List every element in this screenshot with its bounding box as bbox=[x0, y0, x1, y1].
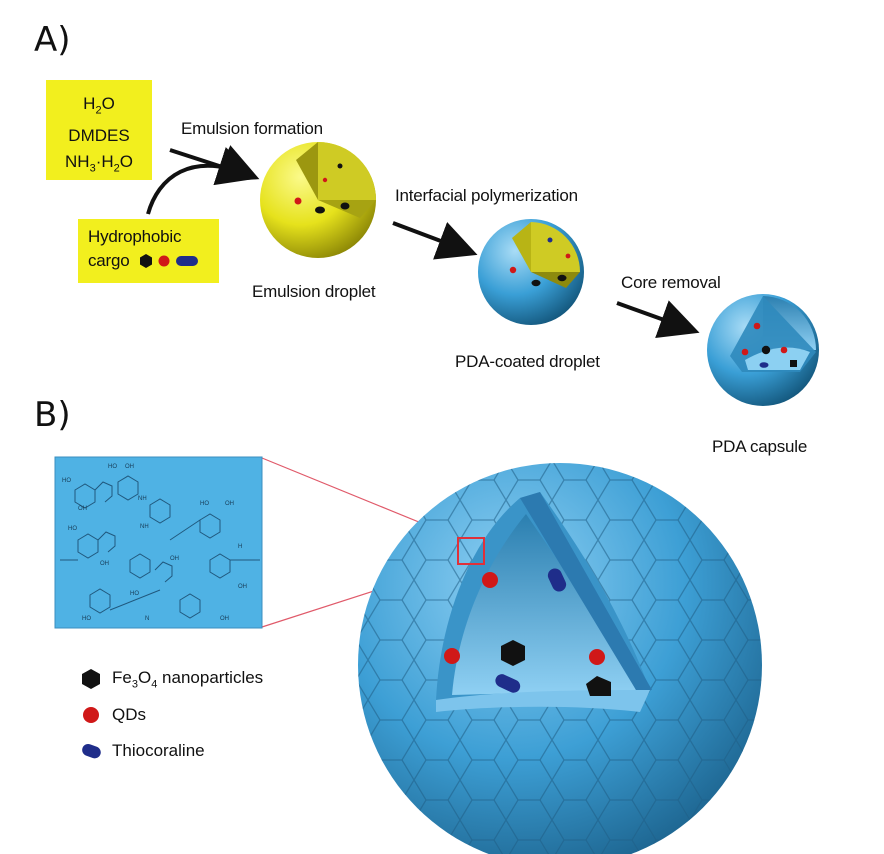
fe3o4-particle bbox=[586, 676, 611, 696]
cargo-line-1: Hydrophobic bbox=[88, 227, 182, 246]
structure-inset: HO OH HO OH NH HO OH HO OH NH OH H OH HO HO N OH bbox=[54, 456, 263, 629]
svg-text:H: H bbox=[238, 544, 242, 550]
red-sphere-icon bbox=[158, 255, 170, 267]
legend-item-qds: QDs bbox=[80, 704, 263, 726]
qd-particle bbox=[482, 572, 498, 588]
step-interfacial-polymerization: Interfacial polymerization bbox=[395, 186, 578, 205]
svg-text:N: N bbox=[145, 616, 149, 622]
cargo-icons bbox=[139, 254, 198, 268]
svg-text:HO: HO bbox=[130, 591, 139, 597]
legend-item-fe3o4: Fe3O4 nanoparticles bbox=[80, 668, 263, 690]
svg-text:OH: OH bbox=[78, 506, 87, 512]
pda-coated-droplet bbox=[478, 219, 584, 325]
blue-capsule-icon bbox=[82, 744, 101, 759]
svg-text:HO: HO bbox=[82, 616, 91, 622]
hexagon-icon bbox=[139, 254, 152, 268]
legend-label-qds: QDs bbox=[112, 705, 146, 725]
blue-capsule-icon bbox=[175, 256, 198, 266]
thiocoraline-particle bbox=[547, 568, 567, 592]
stage-pda-capsule: PDA capsule bbox=[712, 437, 808, 456]
zoom-region-box bbox=[457, 537, 485, 565]
fe3o4-particle bbox=[501, 640, 525, 666]
legend-label-fe3o4: Fe3O4 nanoparticles bbox=[112, 668, 264, 691]
svg-text:OH: OH bbox=[170, 556, 179, 562]
thiocoraline-particle bbox=[495, 674, 521, 693]
panel-b-label: B) bbox=[34, 395, 71, 435]
reagent-ammonia: NH3·H2O bbox=[65, 152, 133, 175]
emulsion-droplet bbox=[260, 142, 376, 258]
svg-text:HO: HO bbox=[108, 464, 117, 470]
svg-text:OH: OH bbox=[125, 464, 134, 470]
red-sphere-icon bbox=[83, 707, 99, 724]
reagent-water: H2O bbox=[83, 94, 115, 117]
pda-capsule-small bbox=[707, 294, 819, 406]
legend-label-thiocoraline: Thiocoraline bbox=[112, 741, 205, 761]
legend-item-thiocoraline: Thiocoraline bbox=[80, 740, 263, 762]
reagent-box: H2O DMDES NH3·H2O bbox=[46, 80, 152, 180]
cargo-box: Hydrophobic cargo bbox=[78, 219, 219, 283]
svg-text:HO: HO bbox=[200, 501, 209, 507]
svg-text:OH: OH bbox=[220, 616, 229, 622]
svg-text:HO: HO bbox=[68, 526, 77, 532]
panel-a-label: A) bbox=[34, 20, 71, 60]
hexagon-icon bbox=[82, 669, 100, 690]
qd-particle bbox=[444, 648, 460, 664]
svg-text:OH: OH bbox=[100, 561, 109, 567]
svg-text:NH: NH bbox=[138, 496, 147, 502]
step-emulsion-formation: Emulsion formation bbox=[181, 119, 323, 138]
svg-text:HO: HO bbox=[62, 478, 71, 484]
legend: Fe3O4 nanoparticles QDs Thiocoraline bbox=[80, 668, 263, 762]
svg-text:OH: OH bbox=[225, 501, 234, 507]
arrow-interfacial-polymerization bbox=[392, 221, 478, 260]
step-core-removal: Core removal bbox=[621, 273, 721, 292]
reagent-dmdes: DMDES bbox=[68, 126, 130, 146]
svg-text:OH: OH bbox=[238, 584, 247, 590]
pda-capsule-large bbox=[358, 463, 762, 854]
stage-pda-coated-droplet: PDA-coated droplet bbox=[455, 352, 600, 371]
arrow-reagents bbox=[169, 147, 258, 186]
arrow-core-removal bbox=[616, 300, 700, 338]
qd-particle bbox=[589, 649, 605, 665]
svg-text:NH: NH bbox=[140, 524, 149, 530]
stage-emulsion-droplet: Emulsion droplet bbox=[252, 282, 376, 301]
cargo-line-2: cargo bbox=[88, 251, 130, 270]
